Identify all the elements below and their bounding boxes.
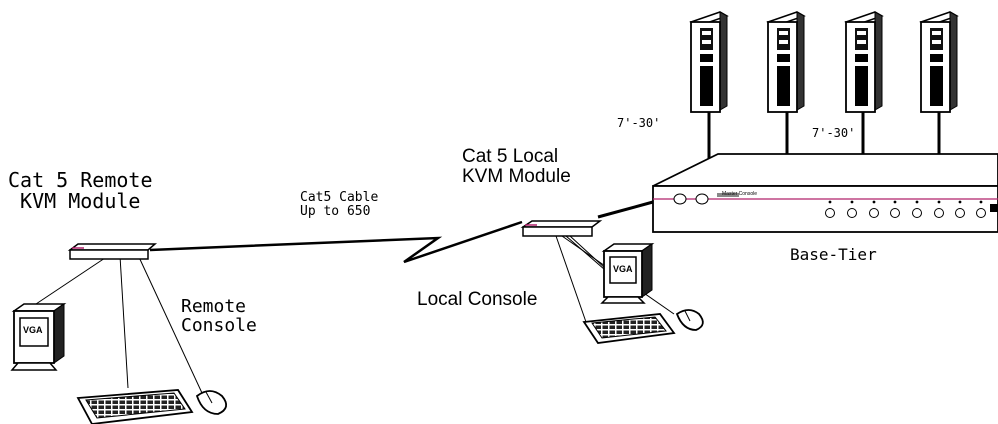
distance-label-left: 7'-30': [617, 116, 661, 130]
remote-mouse-icon: [195, 390, 228, 415]
local-console-label: Local Console: [417, 289, 538, 310]
server-3: [844, 11, 884, 174]
local-keyboard-icon: [582, 313, 676, 344]
local-kvm-module-icon: [520, 220, 603, 237]
remote-keyboard-icon: [76, 389, 194, 424]
remote-monitor-icon: [10, 303, 67, 371]
local-module-label: Cat 5 Local KVM Module: [462, 146, 571, 187]
remote-console-label: Remote Console: [181, 296, 257, 336]
remote-module-label: Cat 5 Remote KVM Module: [8, 168, 153, 213]
server-4: [919, 11, 959, 174]
cat5-cable: [149, 220, 523, 264]
server-2: [766, 11, 806, 174]
distance-label-right: 7'-30': [812, 126, 856, 140]
server-1: [689, 11, 729, 174]
switch-link-cable: [597, 200, 654, 219]
local-monitor-screen-label: VGA: [613, 264, 633, 274]
switch-panel-label: Master Console: [722, 191, 758, 197]
kvm-switch-icon: [652, 153, 998, 233]
remote-monitor-screen-label: VGA: [23, 325, 43, 335]
base-tier-label: Base-Tier: [790, 245, 877, 264]
local-monitor-icon: [600, 243, 655, 304]
remote-kvm-module-icon: [67, 243, 158, 260]
cable-label: Cat5 Cable Up to 650: [300, 190, 379, 219]
local-mouse-icon: [675, 309, 704, 331]
remote-console-cables: [29, 254, 203, 394]
